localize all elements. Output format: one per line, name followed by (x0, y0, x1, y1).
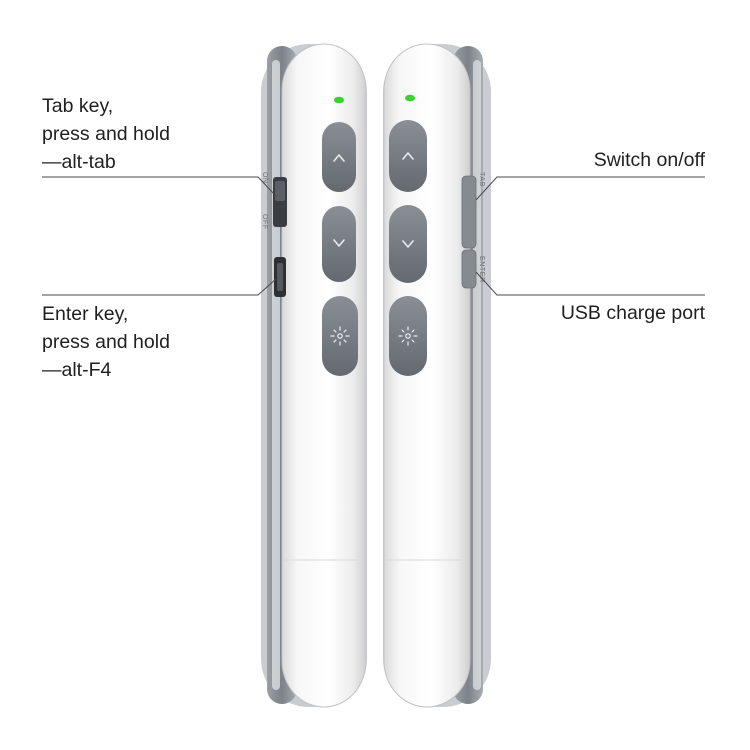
tab-key[interactable] (461, 175, 477, 249)
leader-line-tab (42, 176, 277, 197)
laser-button-left[interactable] (322, 296, 358, 376)
leader-lines (42, 176, 705, 296)
laser-icon (398, 326, 418, 346)
enter-key-label: ENTER (478, 256, 485, 283)
laser-button-right[interactable] (389, 296, 427, 376)
callout-enter-key-line-3: —alt-F4 (42, 359, 112, 381)
presenter-left-rim (272, 60, 280, 690)
presenter-right: TAB ENTER (383, 43, 491, 708)
leader-line-usb (475, 271, 705, 296)
callout-switch-text: Switch on/off (593, 149, 705, 171)
chevron-down-icon (402, 240, 414, 248)
callout-enter-key-line-1: Enter key, (42, 303, 129, 325)
callout-enter-key-line-2: press and hold (42, 331, 170, 353)
enter-key[interactable] (461, 249, 477, 289)
up-button-right[interactable] (389, 120, 427, 192)
power-switch-knob[interactable] (275, 181, 285, 201)
down-button-left[interactable] (322, 206, 356, 282)
callout-enter-key: Enter key, press and hold —alt-F4 (42, 300, 170, 384)
up-button-left[interactable] (322, 122, 356, 192)
chevron-up-icon (333, 154, 345, 162)
switch-off-label: OFF (261, 214, 268, 230)
callout-tab-key-line-2: press and hold (42, 123, 170, 145)
presenter-left: ON OFF (261, 43, 367, 708)
callout-tab-key: Tab key, press and hold —alt-tab (42, 92, 170, 176)
callout-tab-key-line-1: Tab key, (42, 95, 114, 117)
presenter-right-rim (473, 60, 481, 690)
usb-port-inner (277, 263, 283, 291)
laser-icon (330, 326, 350, 346)
callout-usb-port: USB charge port (561, 299, 705, 327)
leader-line-switch (475, 176, 705, 201)
chevron-down-icon (333, 239, 345, 247)
chevron-up-icon (402, 152, 414, 160)
led-indicator-right (405, 94, 415, 102)
switch-on-label: ON (261, 172, 268, 184)
leader-line-enter (42, 278, 277, 296)
callout-usb-port-text: USB charge port (560, 302, 705, 324)
callout-switch: Switch on/off (594, 146, 705, 174)
callout-tab-key-line-3: —alt-tab (42, 151, 116, 173)
tab-key-label: TAB (478, 172, 485, 187)
led-indicator-left (334, 96, 344, 104)
down-button-right[interactable] (389, 205, 427, 283)
